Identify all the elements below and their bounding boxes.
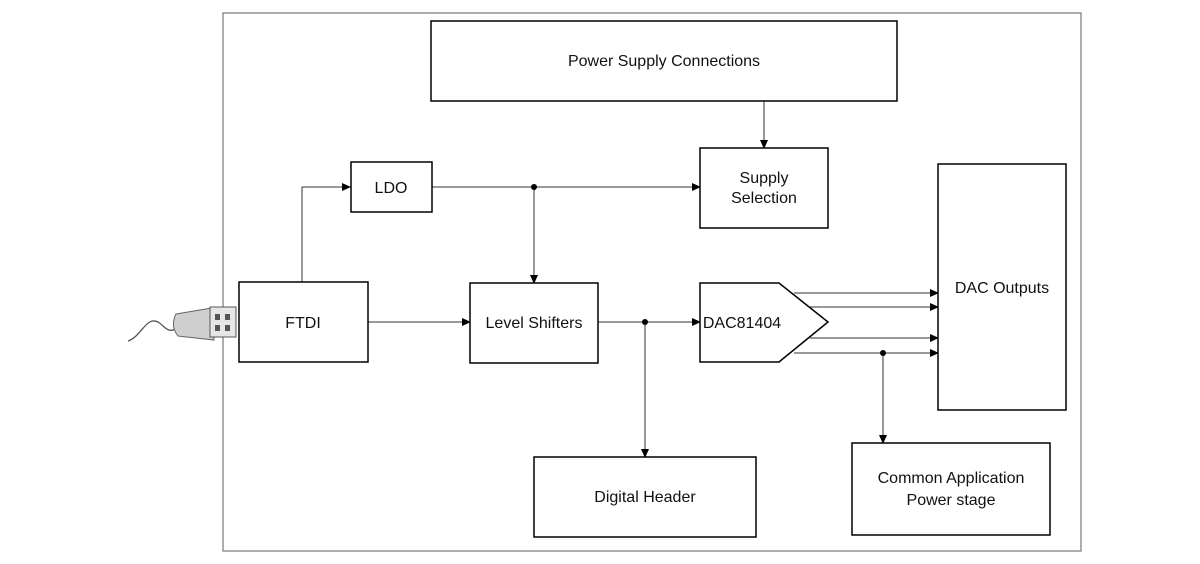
ftdi-block: FTDI (238, 281, 369, 363)
dac81404-block: DAC81404 (699, 282, 830, 363)
junction-dot (531, 184, 537, 190)
usb-plug-icon (127, 306, 237, 342)
junction-dot (642, 319, 648, 325)
level-shifters-label: Level Shifters (486, 315, 583, 332)
power-supply-block: Power Supply Connections (430, 20, 898, 102)
dac81404-label: DAC81404 (703, 315, 781, 332)
junction-dot (880, 350, 886, 356)
supply-selection-block: Supply Selection (699, 147, 829, 229)
power-supply-label: Power Supply Connections (568, 53, 760, 70)
digital-header-block: Digital Header (533, 456, 757, 538)
dac-outputs-label: DAC Outputs (955, 280, 1049, 297)
supply-selection-label-line2: Selection (731, 190, 797, 207)
ftdi-label: FTDI (285, 315, 321, 332)
power-stage-block: Common Application Power stage (851, 442, 1051, 536)
connection-wires (301, 101, 939, 458)
wire-ftdi-to-ldo (301, 183, 351, 282)
digital-header-label: Digital Header (594, 489, 696, 506)
dac-outputs-block: DAC Outputs (937, 163, 1067, 411)
ldo-block: LDO (350, 161, 433, 213)
power-stage-label-line1: Common Application (878, 470, 1025, 487)
level-shifters-block: Level Shifters (469, 282, 599, 364)
ldo-label: LDO (375, 180, 408, 197)
power-stage-label-line2: Power stage (907, 492, 996, 509)
supply-selection-label-line1: Supply (740, 170, 789, 187)
